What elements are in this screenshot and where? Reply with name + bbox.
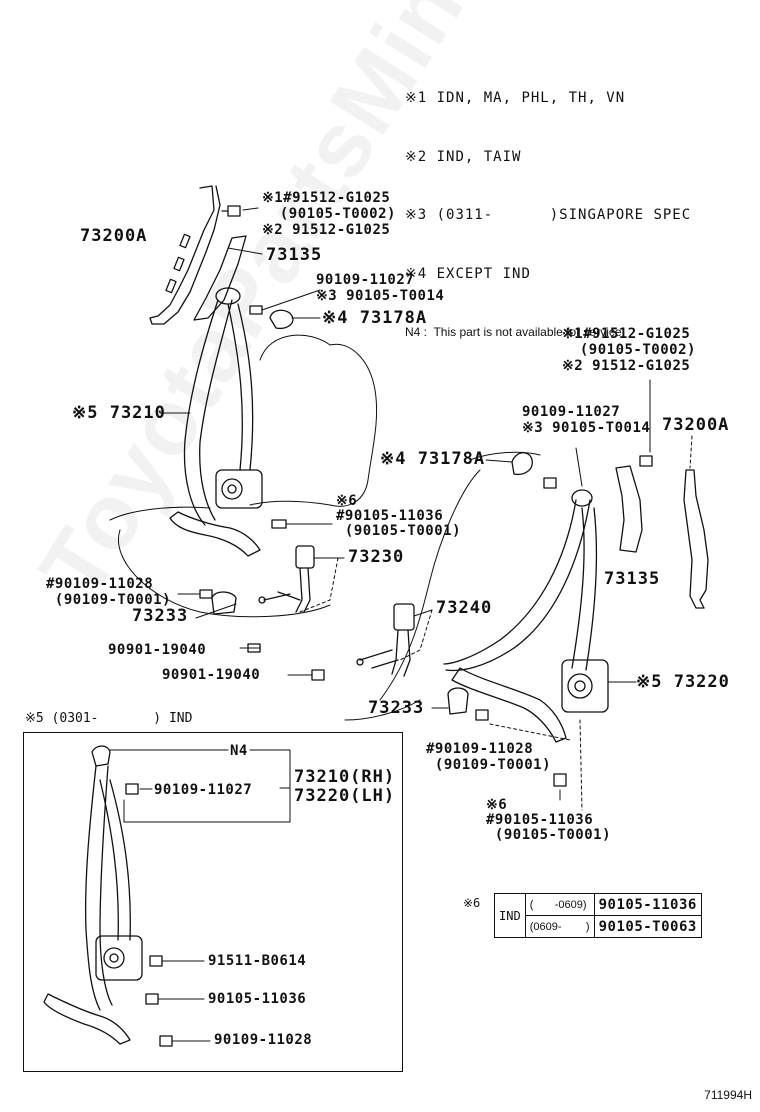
label-bolt-left: ※1#91512-G1025 (90105-T0002) ※2 91512-G1… (262, 190, 396, 238)
variant-region: IND (494, 893, 526, 938)
retractor-right (561, 659, 609, 713)
label-73233-right: 73233 (368, 698, 425, 718)
note-2: ※2 IND, TAIW (405, 148, 522, 165)
belt-webbing-right (443, 499, 598, 672)
leader-lines-inset (109, 749, 291, 1042)
inset-label-90109-11028: 90109-11028 (214, 1032, 313, 1048)
inset-anchor (91, 745, 111, 767)
variant-table: IND ( -0609) 90105-11036 (0609- ) 90105-… (494, 893, 702, 938)
label-90901-19040-a: 90901-19040 (108, 642, 207, 658)
variant-range: ( -0609) (524, 893, 595, 916)
bracket-slot (179, 233, 191, 249)
buckle-73240 (393, 603, 415, 631)
leader-lines-right (431, 379, 693, 811)
label-73178a-left: ※4 73178A (322, 308, 428, 328)
inset-retractor (95, 935, 143, 981)
seat-outline-right (344, 451, 541, 721)
inset-label-73220-lh: 73220(LH) (294, 786, 396, 806)
adjuster-bracket-left (149, 185, 221, 325)
label-73240: 73240 (436, 598, 493, 618)
table-row: (0609- ) 90105-T0063 (495, 915, 702, 938)
leader-lines-left (159, 207, 433, 676)
variant-range: (0609- ) (524, 915, 595, 938)
label-73233-left: 73233 (132, 606, 189, 626)
clip-73178a-right (511, 452, 533, 476)
bracket-slot (173, 256, 185, 272)
bolt-left-top (221, 205, 241, 217)
notes-header: ※1 IDN, MA, PHL, TH, VN ※2 IND, TAIW ※3 … (405, 50, 691, 362)
variant-mark: ※6 (463, 896, 481, 910)
inset-lower-anchor (43, 993, 131, 1045)
bracket-slot (165, 278, 177, 294)
label-lower-bolt-right: ※6 #90105-11036 (90105-T0001) (486, 797, 612, 843)
cover-73233-right (447, 687, 469, 715)
inset-title: ※5 (0301- ) IND (25, 711, 193, 726)
inset-label-91511-b0614: 91511-B0614 (208, 953, 307, 969)
inset-label-90109-11027: 90109-11027 (154, 782, 253, 798)
note-4: ※4 EXCEPT IND (405, 265, 531, 282)
cover-right (615, 465, 643, 553)
belt-webbing-left (183, 299, 254, 526)
table-row: IND ( -0609) 90105-11036 (494, 893, 702, 938)
note-n4: N4 : This part is not available for serv… (405, 325, 622, 339)
variant-part: 90105-11036 (593, 893, 702, 916)
anchor-right (571, 489, 593, 507)
label-anchor-right: 90109-11027 ※3 90105-T0014 (522, 404, 651, 436)
label-73178a-right: ※4 73178A (380, 449, 486, 469)
cover-left (193, 235, 247, 321)
label-73200a-left: 73200A (80, 226, 148, 246)
note-1: ※1 IDN, MA, PHL, TH, VN (405, 90, 626, 106)
label-73220: ※5 73220 (636, 672, 730, 692)
label-anchor-left: 90109-11027 ※3 90105-T0014 (316, 272, 445, 304)
label-90109-11028-right: #90109-11028 (90109-T0001) (426, 741, 552, 773)
illustration-code: 711994H (704, 1088, 752, 1102)
inset-box (23, 732, 403, 1072)
variant-part: 90105-T0063 (593, 915, 702, 938)
lower-anchor-right (451, 667, 567, 743)
label-lower-bolt-left: ※6 #90105-11036 (90105-T0001) (336, 493, 462, 539)
label-90109-11028-left: #90109-11028 (90109-T0001) (46, 576, 172, 608)
clip-73178a-left (269, 309, 294, 330)
inset-label-90105-11036: 90105-11036 (208, 991, 307, 1007)
label-73210: ※5 73210 (72, 403, 166, 423)
buckle-73230 (295, 545, 315, 569)
inset-label-73210-rh: 73210(RH) (294, 767, 396, 787)
seat-outline (109, 334, 378, 618)
inset-webbing (84, 765, 131, 1011)
retractor-left (215, 469, 263, 509)
label-73200a-right: 73200A (662, 415, 730, 435)
inset-label-n4: N4 (230, 743, 248, 759)
label-bolt-right: ※1#91512-G1025 (90105-T0002) ※2 91512-G1… (562, 326, 696, 374)
adjuster-bracket-right (683, 469, 709, 609)
cover-73233-left (211, 591, 237, 615)
label-73135-right: 73135 (604, 569, 661, 589)
label-73230: 73230 (348, 547, 405, 567)
lower-anchor-left (169, 511, 261, 557)
label-90901-19040-b: 90901-19040 (162, 667, 261, 683)
label-73135-left: 73135 (266, 245, 323, 265)
note-3: ※3 (0311- )SINGAPORE SPEC (405, 207, 692, 223)
